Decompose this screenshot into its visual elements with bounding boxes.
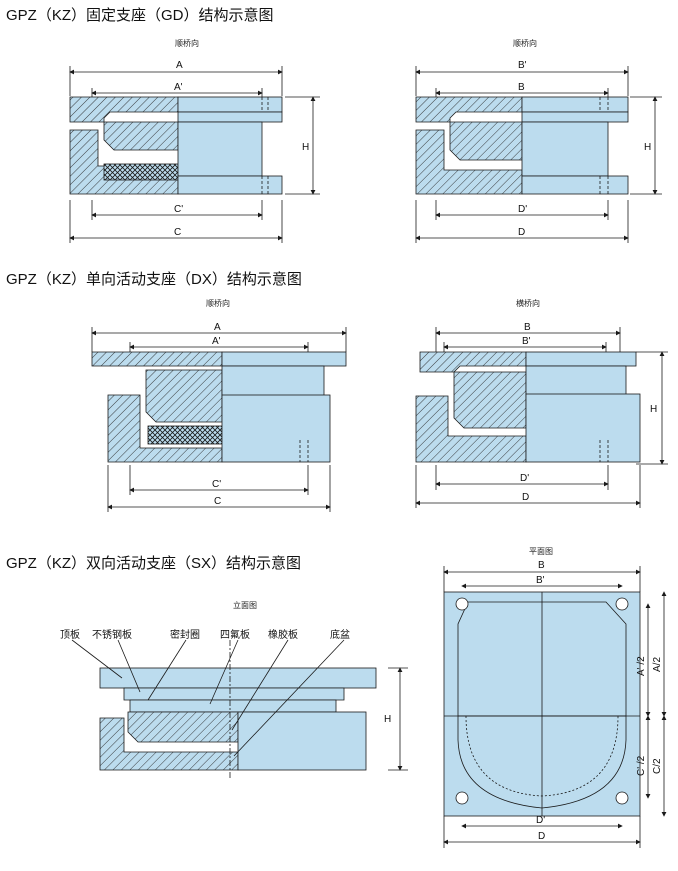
dim-d: D <box>538 831 545 842</box>
section-title-fixed: GPZ（KZ）固定支座（GD）结构示意图 <box>6 7 274 24</box>
caption-dx-right: 横桥向 <box>516 299 540 308</box>
caption-fixed-left: 顺桥向 <box>175 39 199 48</box>
dim-h: H <box>650 404 657 415</box>
caption-sx-plan: 平面图 <box>529 547 553 556</box>
sx-plan-view <box>443 566 667 848</box>
dim-b: B <box>518 82 525 93</box>
part-ptfe-plate: 四氟板 <box>220 628 250 641</box>
dim-c1-half: C' /2 <box>636 755 647 776</box>
fixed-right-view <box>415 66 662 243</box>
part-top-plate: 顶板 <box>60 628 80 641</box>
dim-c: C <box>214 496 221 507</box>
dim-d1: D' <box>520 473 529 484</box>
dim-b: B <box>524 322 531 333</box>
caption-dx-left: 顺桥向 <box>206 299 230 308</box>
caption-sx-elevation: 立面图 <box>233 601 257 610</box>
dim-a1: A' <box>212 336 221 347</box>
dim-b1: B' <box>518 60 527 71</box>
dim-a: A <box>176 60 183 71</box>
dim-a1-half: A' /2 <box>636 656 647 676</box>
fixed-left-view <box>69 66 320 243</box>
dim-b1: B' <box>522 336 531 347</box>
dim-a: A <box>214 322 221 333</box>
part-rubber-plate: 橡胶板 <box>268 628 298 641</box>
part-bottom-pot: 底盆 <box>330 628 350 641</box>
dim-h: H <box>384 714 391 725</box>
dim-a1: A' <box>174 82 183 93</box>
dim-b: B <box>538 560 545 571</box>
part-seal-ring: 密封圈 <box>170 628 200 641</box>
dimension-labels: A A' C' C H B' B D' D H A A' C' C B B' D… <box>174 60 663 842</box>
dim-d1: D' <box>518 204 527 215</box>
dim-c1: C' <box>212 479 221 490</box>
dx-right-view <box>415 327 668 508</box>
part-stainless-plate: 不锈钢板 <box>92 628 132 641</box>
dim-c1: C' <box>174 204 183 215</box>
dim-h: H <box>302 142 309 153</box>
dim-d: D <box>522 492 529 503</box>
dx-left-view <box>91 327 347 512</box>
section-title-unidirectional: GPZ（KZ）单向活动支座（DX）结构示意图 <box>6 271 302 288</box>
dim-c-half: C/2 <box>652 758 663 774</box>
dim-b1: B' <box>536 575 545 586</box>
dim-d1: D' <box>536 815 545 826</box>
dim-h: H <box>644 142 651 153</box>
part-labels: 顶板 不锈钢板 密封圈 四氟板 橡胶板 底盆 <box>60 628 350 641</box>
sx-elevation-view <box>71 639 408 780</box>
dim-d: D <box>518 227 525 238</box>
dim-a-half: A/2 <box>652 657 663 672</box>
section-title-bidirectional: GPZ（KZ）双向活动支座（SX）结构示意图 <box>6 555 302 572</box>
caption-fixed-right: 顺桥向 <box>513 39 537 48</box>
dim-c: C <box>174 227 181 238</box>
